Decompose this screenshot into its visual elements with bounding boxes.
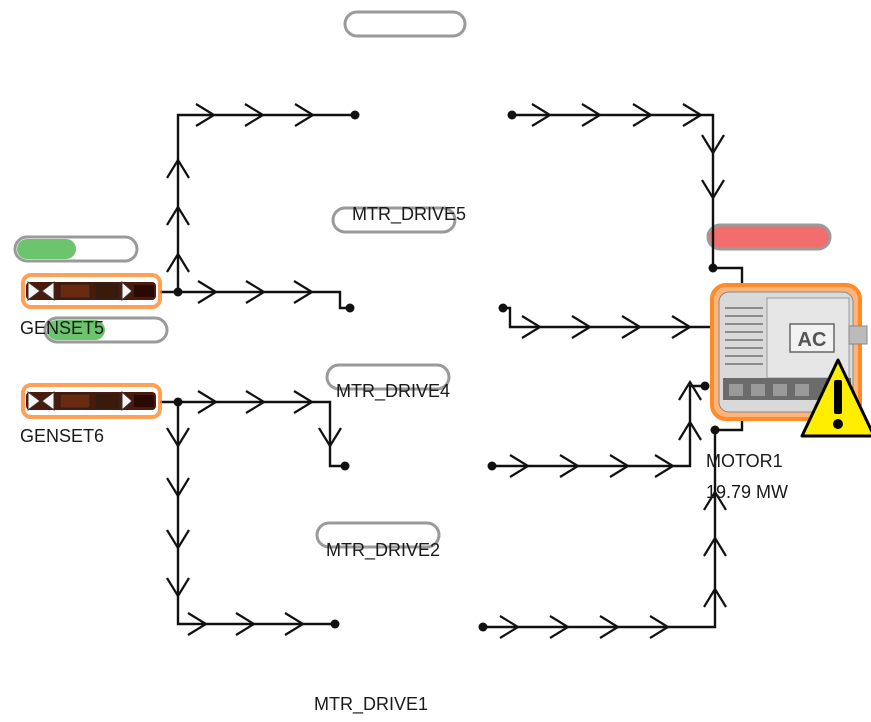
motor-power-readout: 19.79 MW	[706, 482, 789, 502]
genset6-label: GENSET6	[20, 426, 105, 446]
genset5-secondary-bar	[43, 316, 169, 344]
junction-dots	[173, 110, 720, 632]
genset5-label: GENSET5	[20, 318, 105, 338]
bus-lines	[160, 113, 744, 629]
flow-arrows	[166, 103, 727, 639]
genset5-icon[interactable]	[21, 273, 162, 309]
drive4-label: MTR_DRIVE4	[336, 381, 451, 401]
motor-label: MOTOR1	[706, 451, 783, 471]
drive1-label: MTR_DRIVE1	[314, 694, 429, 714]
motor-ac-badge: AC	[798, 329, 827, 351]
genset5-load-bar	[13, 235, 139, 263]
drive2-label-pill	[315, 521, 441, 549]
drive5-status-pill	[343, 10, 467, 38]
warning-triangle-icon[interactable]	[800, 358, 871, 438]
drive4-label-pill	[325, 363, 451, 391]
genset6-icon[interactable]	[21, 383, 162, 419]
drive5-label-pill	[331, 206, 457, 234]
motor-status-pill	[706, 223, 832, 251]
drive2-label: MTR_DRIVE2	[326, 540, 441, 560]
drive5-label: MTR_DRIVE5	[352, 204, 467, 224]
ac-motor-icon[interactable]: AC	[710, 283, 868, 421]
